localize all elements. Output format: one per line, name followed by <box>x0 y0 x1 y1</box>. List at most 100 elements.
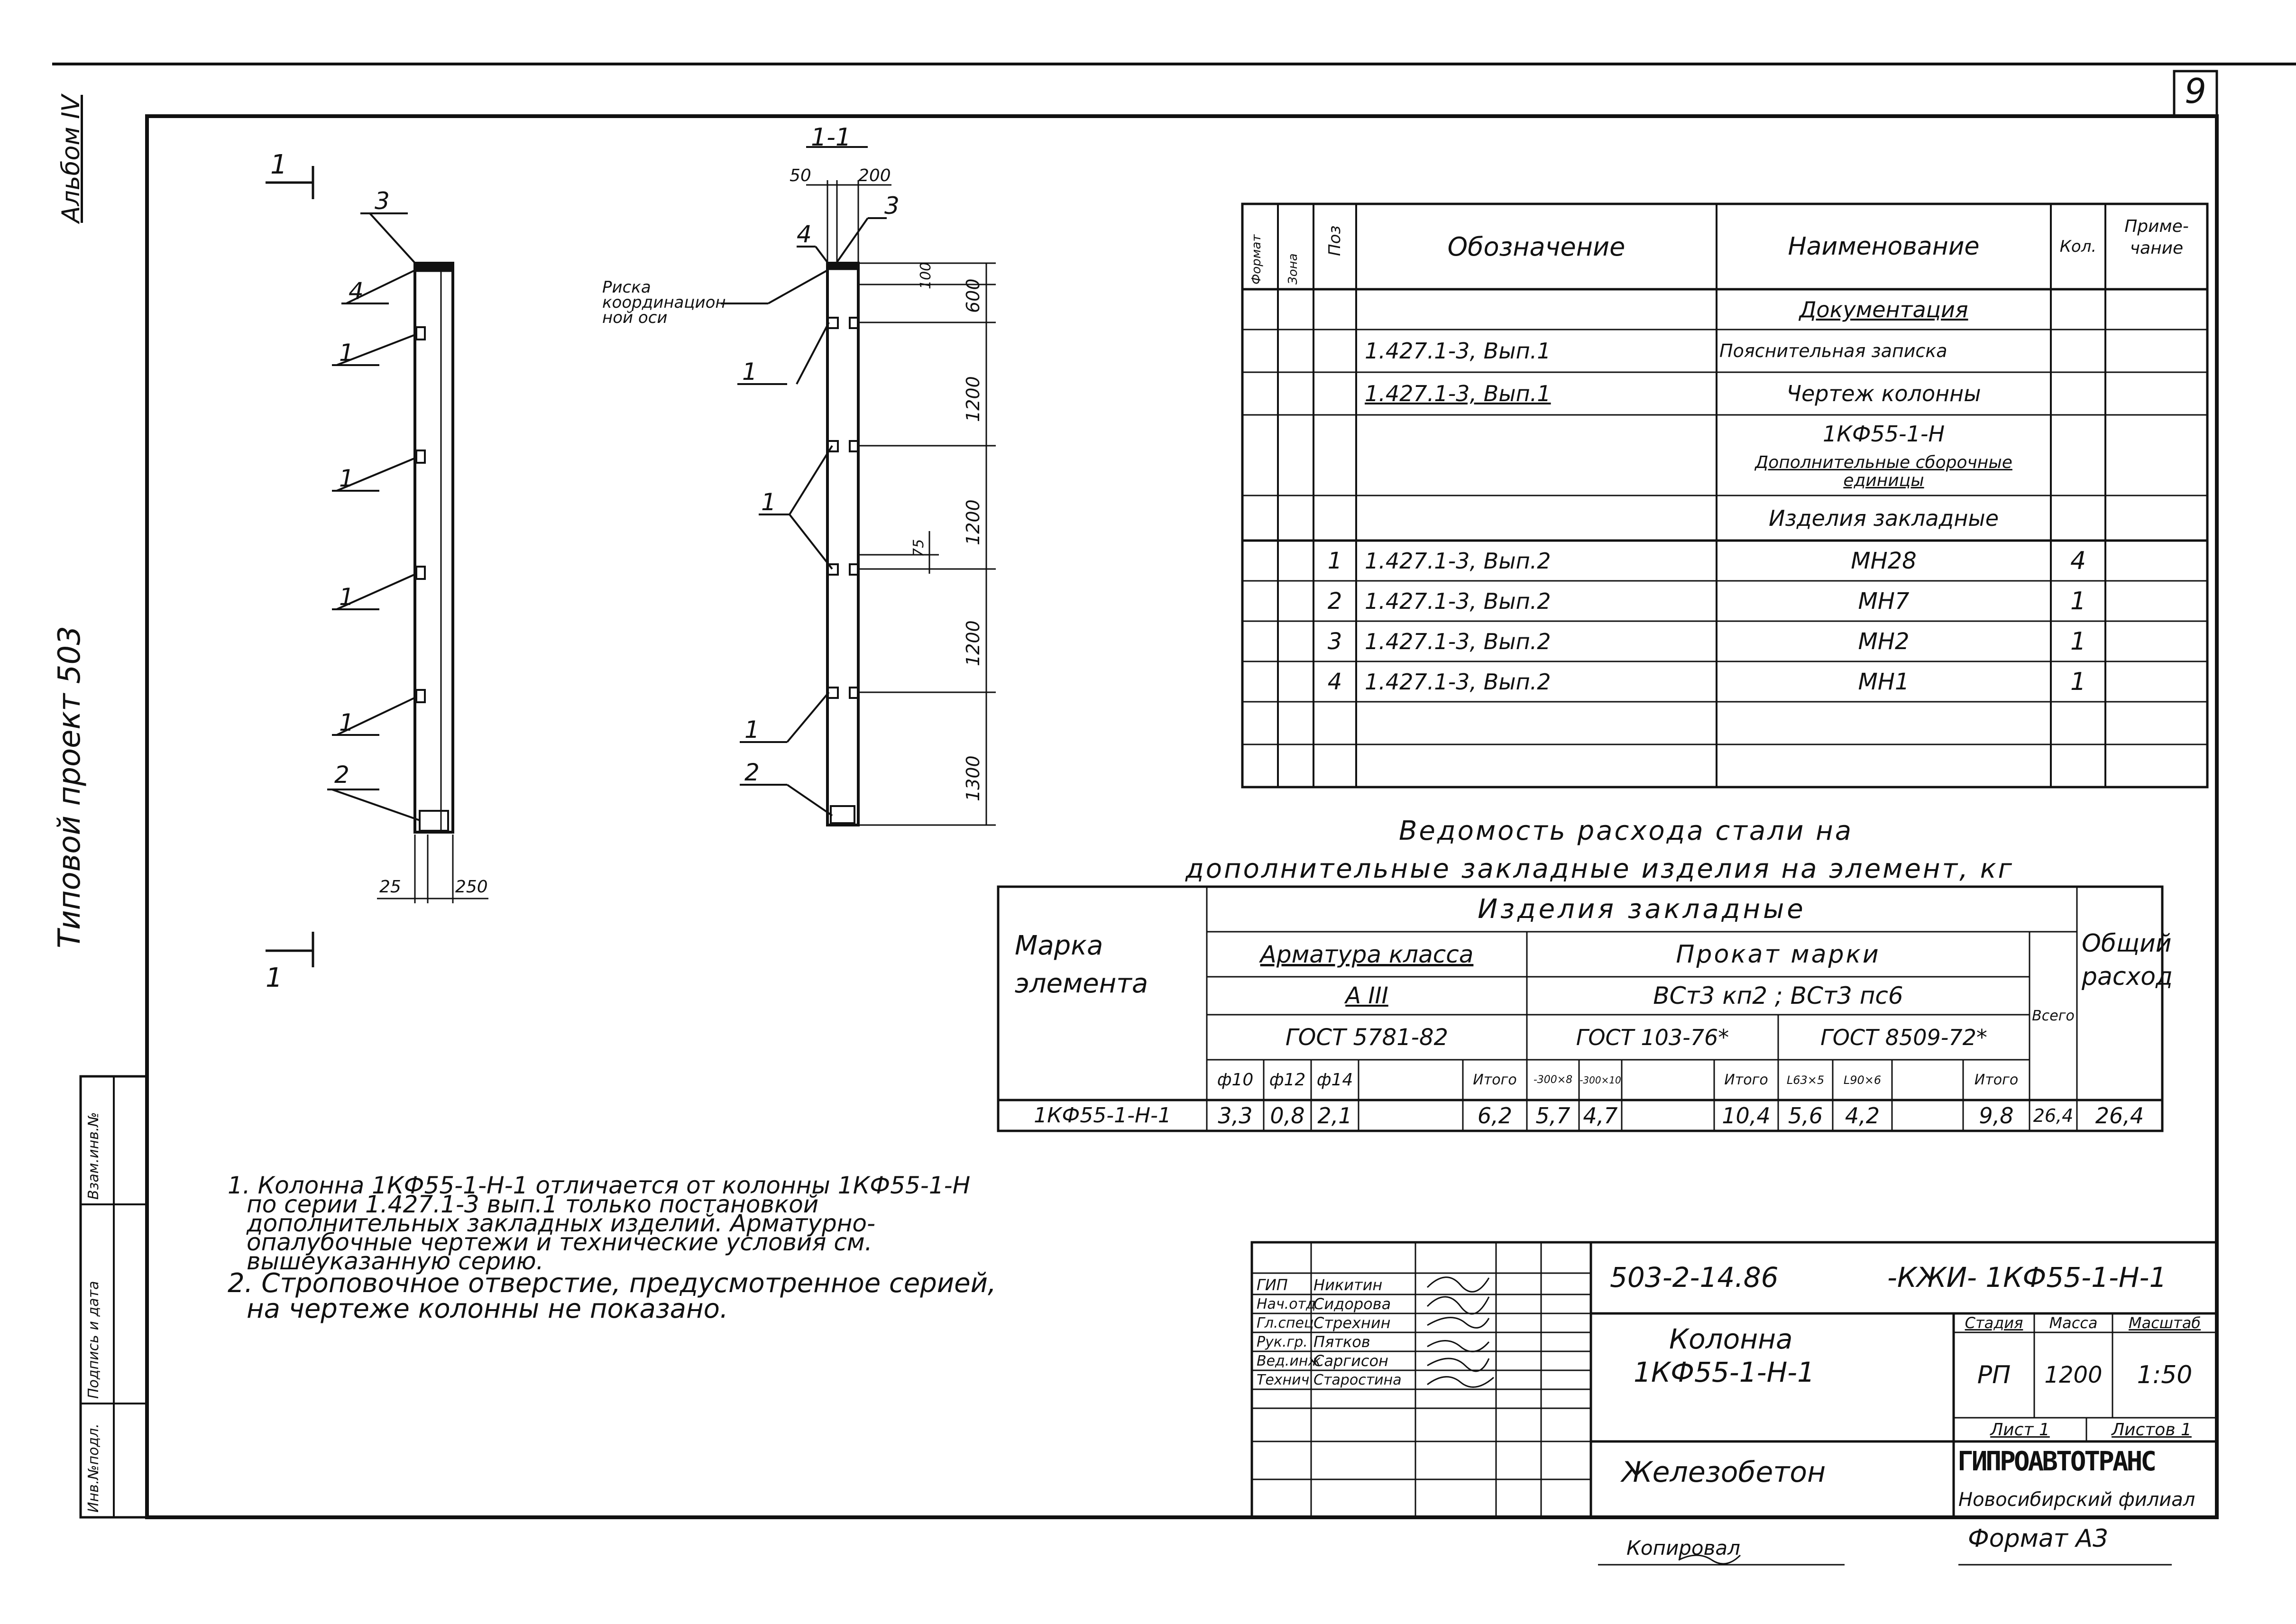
steel-rebar-gost: ГОСТ 5781-82 <box>1285 1024 1449 1051</box>
spec-row-7-qty: 1 <box>2070 627 2086 656</box>
product-name-1: Колонна <box>1669 1323 1793 1355</box>
note-line-2: по серии 1.427.1-3 вып.1 только постанов… <box>247 1191 819 1218</box>
section-mark-bottom: 1 <box>266 963 283 993</box>
spec-row-4-name: Изделия закладные <box>1768 505 1999 531</box>
format-label: Формат А3 <box>1968 1524 2109 1553</box>
dim-200: 200 <box>858 166 891 185</box>
spec-row-7-name: МН2 <box>1858 628 1910 655</box>
staff-role-2: Гл.спец <box>1257 1314 1314 1331</box>
spec-row-7-pos: 3 <box>1327 628 1342 655</box>
steel-val-l63: 5,6 <box>1788 1102 1823 1129</box>
spec-header-name: Наименование <box>1788 232 1980 261</box>
steel-val-d14: 2,1 <box>1317 1102 1352 1129</box>
note-line-3: дополнительных закладных изделий. Армату… <box>247 1210 876 1237</box>
note-line-1: 1. Колонна 1КФ55-1-Н-1 отличается от кол… <box>228 1172 971 1199</box>
spec-row-8-name: МН1 <box>1858 668 1910 695</box>
steel-rolled-gost-2: ГОСТ 8509-72* <box>1820 1024 1987 1050</box>
steel-row-mark: 1КФ55-1-Н-1 <box>1034 1103 1171 1128</box>
note-line-6: 2. Строповочное отверстие, предусмотренн… <box>228 1268 996 1299</box>
staff-name-3: Пятков <box>1313 1333 1370 1351</box>
spec-row-1-designation: 1.427.1-3, Вып.1 <box>1365 338 1551 364</box>
spec-row-8-pos: 4 <box>1327 668 1342 695</box>
staff-role-3: Рук.гр. <box>1257 1333 1308 1350</box>
stamp-field-replace: Взам.инв.№ <box>85 1112 102 1200</box>
steel-sub-total-2: Итого <box>1724 1072 1768 1088</box>
album-label: Альбом IV <box>57 94 85 223</box>
scale-value: 1:50 <box>2137 1361 2193 1389</box>
spec-row-0-name: Документация <box>1799 296 1968 322</box>
org-branch: Новосибирский филиал <box>1958 1489 2195 1511</box>
material: Железобетон <box>1622 1456 1826 1489</box>
steel-val-d10: 3,3 <box>1218 1102 1253 1129</box>
spec-row-6-name: МН7 <box>1858 587 1910 615</box>
staff-role-1: Нач.отд <box>1257 1295 1316 1312</box>
steel-rolled: Прокат марки <box>1676 940 1881 969</box>
note-line-4: опалубочные чертежи и технические услови… <box>247 1229 872 1256</box>
section-title: 1-1 <box>811 123 851 152</box>
spec-header-note: Приме-чание <box>2124 217 2189 258</box>
steel-common-label: Общий расход <box>2082 929 2173 991</box>
dim-50: 50 <box>790 166 811 185</box>
stamp-field-sign: Подпись и дата <box>85 1281 102 1399</box>
sheet-label: Лист 1 <box>1990 1420 2050 1440</box>
steel-val-300x10: 4,7 <box>1583 1102 1618 1129</box>
label-1-elev-a: 1 <box>339 339 354 367</box>
scale-label: Масштаб <box>2128 1314 2201 1332</box>
dim-v-75: 75 <box>910 539 927 557</box>
sheet-number: 9 <box>2185 71 2206 111</box>
org-name: ГИПРОАВТОТРАНС <box>1957 1446 2157 1477</box>
signatures <box>1426 1276 1741 1565</box>
steel-title-2: дополнительные закладные изделия на элем… <box>1185 853 2014 884</box>
stamp-field-inv: Инв.№подл. <box>85 1423 102 1513</box>
steel-sub-total-1: Итого <box>1473 1072 1517 1088</box>
steel-val-total-3: 9,8 <box>1979 1102 2014 1129</box>
dim-v-1300: 1300 <box>963 755 983 801</box>
mass-label: Масса <box>2049 1314 2098 1332</box>
label-2-sec: 2 <box>744 759 760 786</box>
steel-sub-d10: ф10 <box>1217 1070 1254 1090</box>
note-line-7: на чертеже колонны не показано. <box>247 1294 728 1324</box>
dim-v-600: 600 <box>963 278 983 313</box>
steel-rolled-grade: ВСт3 кп2 ; ВСт3 пс6 <box>1653 982 1903 1009</box>
staff-role-0: ГИП <box>1257 1276 1288 1294</box>
spec-row-1-name: Пояснительная записка <box>1719 340 1947 361</box>
spec-row-3-name: 1КФ55-1-Н <box>1822 421 1945 447</box>
staff-name-4: Саргисон <box>1313 1352 1388 1370</box>
label-1-elev-b: 1 <box>339 465 354 492</box>
staff-name-2: Стрехнин <box>1313 1314 1391 1332</box>
steel-val-total-1: 6,2 <box>1477 1102 1513 1129</box>
steel-val-common: 26,4 <box>2095 1102 2144 1129</box>
dim-250: 250 <box>455 877 488 897</box>
label-1-sec-a: 1 <box>742 358 757 385</box>
label-4-sec: 4 <box>797 220 812 248</box>
steel-sub-l90: L90×6 <box>1843 1073 1882 1087</box>
label-1-sec-b: 1 <box>761 488 776 516</box>
spec-row-2-designation: 1.427.1-3, Вып.1 <box>1365 381 1551 406</box>
spec-row-5-pos: 1 <box>1327 547 1342 574</box>
copied-label: Копировал <box>1626 1536 1740 1560</box>
spec-header-qty: Кол. <box>2059 237 2097 256</box>
steel-rolled-gost-1: ГОСТ 103-76* <box>1576 1024 1729 1050</box>
steel-sub-d14: ф14 <box>1316 1070 1353 1090</box>
steel-sub-d12: ф12 <box>1269 1070 1306 1090</box>
spec-header-designation: Обозначение <box>1447 231 1626 262</box>
steel-total-label: Всего <box>2032 1008 2075 1024</box>
spec-row-5-designation: 1.427.1-3, Вып.2 <box>1365 548 1551 574</box>
steel-val-d12: 0,8 <box>1270 1102 1305 1129</box>
label-1-elev-d: 1 <box>339 709 354 736</box>
staff-name-5: Старостина <box>1313 1371 1402 1388</box>
label-2-elev: 2 <box>334 761 349 789</box>
project-label: Типовой проект 503 <box>52 626 87 948</box>
notes: 1. Колонна 1КФ55-1-Н-1 отличается от кол… <box>228 1172 996 1324</box>
steel-val-total: 26,4 <box>2033 1105 2074 1126</box>
doc-code: 503-2-14.86 <box>1610 1261 1779 1294</box>
label-4-elev: 4 <box>349 277 364 305</box>
steel-val-l90: 4,2 <box>1845 1102 1880 1129</box>
spec-header-pos: Поз <box>1325 225 1344 256</box>
label-3-elev: 3 <box>375 187 390 215</box>
steel-val-total-2: 10,4 <box>1722 1102 1771 1129</box>
spec-row-7-designation: 1.427.1-3, Вып.2 <box>1365 628 1551 654</box>
staff-role-4: Вед.инж <box>1257 1352 1321 1369</box>
sheets-label: Листов 1 <box>2112 1420 2192 1440</box>
